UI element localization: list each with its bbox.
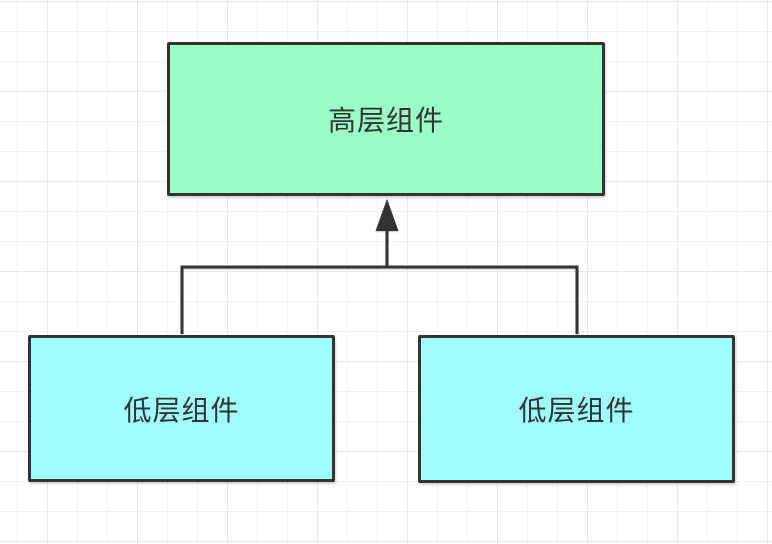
- node-low-level-component-right[interactable]: 低层组件: [418, 335, 735, 483]
- edge-low-right-to-high[interactable]: [386, 265, 579, 334]
- node-label: 低层组件: [123, 394, 240, 426]
- arrowhead-up-icon: [375, 199, 399, 231]
- edge-low-left-to-high[interactable]: [180, 265, 388, 334]
- node-label: 高层组件: [327, 105, 444, 136]
- edge-trunk-arrow[interactable]: [375, 199, 399, 268]
- node-label: 低层组件: [518, 395, 635, 426]
- node-high-level-component[interactable]: 高层组件: [167, 42, 605, 196]
- node-low-level-component-left[interactable]: 低层组件: [28, 335, 335, 482]
